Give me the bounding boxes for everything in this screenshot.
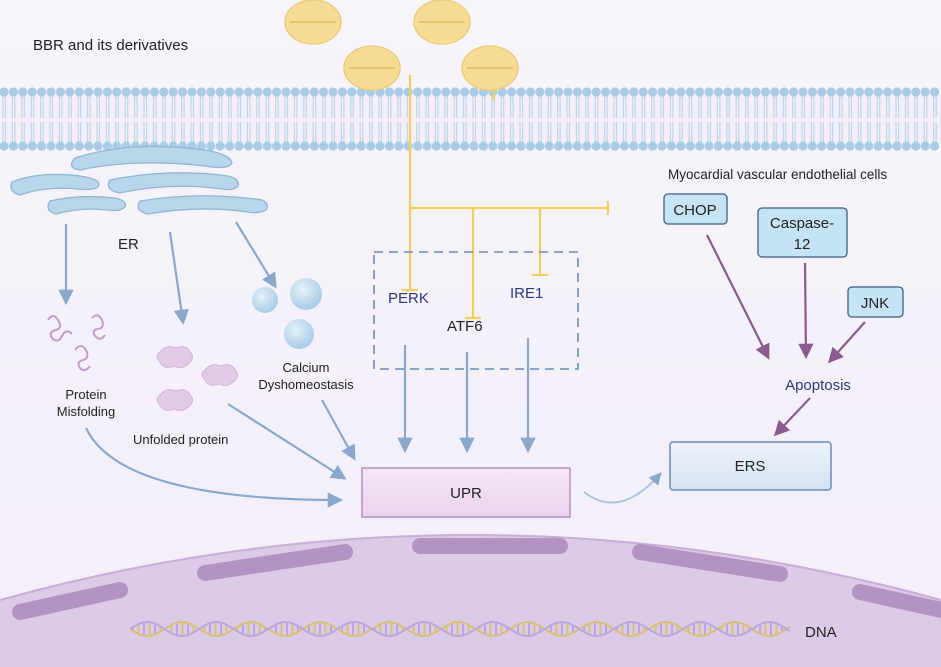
chop-box: CHOP: [663, 193, 728, 225]
title-text: BBR and its derivatives: [33, 37, 188, 54]
jnk-label: JNK: [861, 295, 889, 312]
arrow-calcium-upr: [321, 399, 356, 461]
ire1-label: IRE1: [510, 285, 543, 302]
arrow-upr-ers: [583, 472, 662, 504]
calcium-label-line2: Dyshomeostasis: [258, 377, 354, 392]
er-label: ER: [118, 236, 139, 253]
cell-membrane: [0, 87, 941, 151]
protein-misfolding-line1: Protein: [65, 387, 106, 402]
dna-label: DNA: [805, 624, 837, 641]
caspase-box: Caspase- 12: [757, 207, 848, 258]
arrow-chop-apoptosis: [706, 234, 770, 360]
arrow-caspase-apoptosis: [798, 262, 814, 360]
misfolded-protein-icon: [47, 314, 106, 372]
arrow-unfolded-upr: [227, 403, 347, 480]
calcium-label-line1: Calcium: [283, 360, 330, 375]
unfolded-protein-icon: [156, 346, 239, 412]
arrow-apoptosis-ers: [773, 397, 811, 437]
caspase-label-line1: Caspase-: [770, 215, 834, 232]
atf6-label: ATF6: [447, 318, 483, 335]
pill-1: [284, 0, 342, 45]
cell-label: Myocardial vascular endothelial cells: [668, 167, 887, 182]
arrow-jnk-apoptosis: [827, 321, 866, 364]
upr-label: UPR: [450, 485, 482, 502]
arrow-er-unfolded: [168, 231, 189, 326]
upr-input-arrows: [85, 338, 536, 508]
arrow-er-calcium: [235, 221, 277, 289]
apoptosis-arrows: [706, 234, 866, 437]
ers-box: [669, 441, 832, 491]
caspase-label-line2: 12: [794, 236, 811, 253]
er-arrows: [58, 221, 277, 326]
jnk-box: JNK: [847, 286, 904, 318]
chop-label: CHOP: [673, 202, 716, 219]
upr-box: [361, 467, 571, 518]
perk-label: PERK: [388, 290, 429, 307]
bbr-pills: [284, 0, 519, 91]
pill-2: [413, 0, 471, 45]
er-organelle: [10, 145, 268, 215]
unfolded-protein-label: Unfolded protein: [133, 432, 228, 447]
inhibition-lines: [402, 75, 610, 320]
apoptosis-label: Apoptosis: [785, 377, 851, 394]
calcium-icon: [252, 278, 322, 349]
er-stress-sensor-box: [373, 251, 579, 370]
dna-helix: [129, 620, 791, 638]
pill-3: [343, 45, 401, 91]
nucleus: [0, 534, 941, 667]
pill-4: [461, 45, 519, 91]
ers-label: ERS: [735, 458, 766, 475]
arrow-misfolding-upr: [85, 427, 344, 508]
protein-misfolding-line2: Misfolding: [57, 404, 116, 419]
